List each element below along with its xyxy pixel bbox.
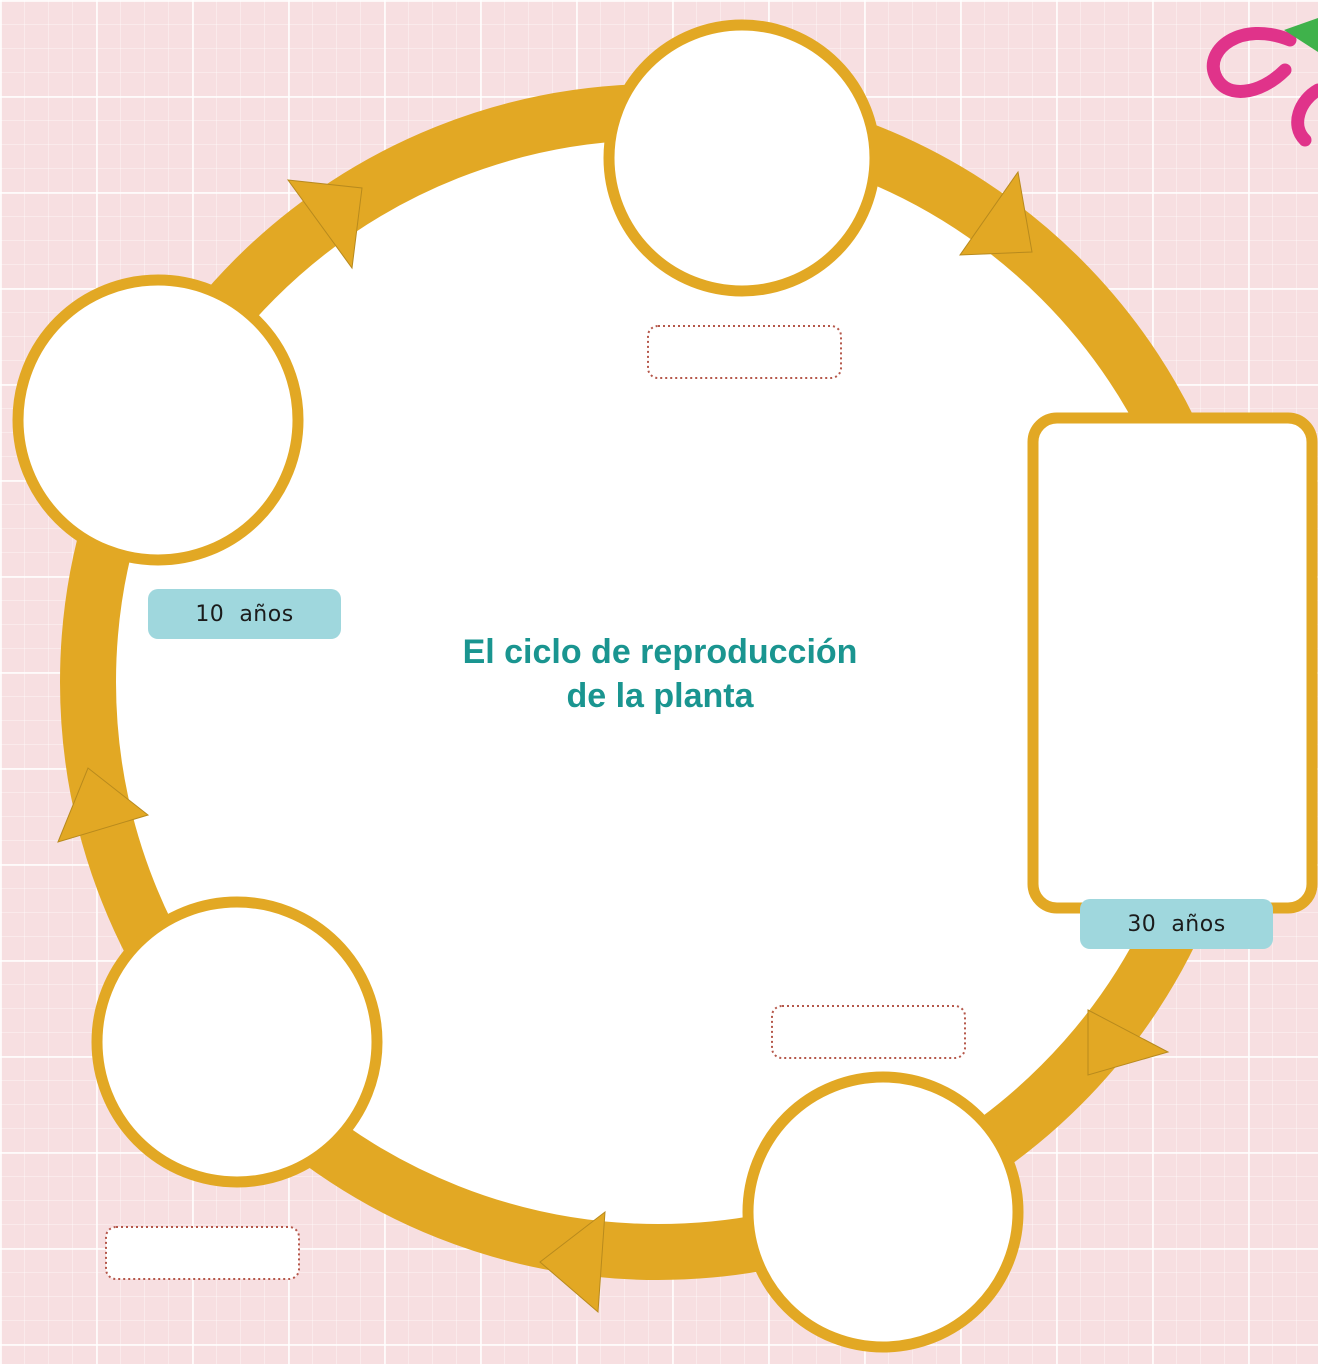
arrow-left (57, 767, 150, 843)
stage-box-right[interactable] (1027, 412, 1318, 914)
diagram-background-disk (98, 122, 1218, 1242)
arrow-top-left (286, 179, 363, 270)
age-badge-30: 30 años (1080, 899, 1273, 949)
age-badge-10: 10 años (148, 589, 341, 639)
age-badge-10-age: 10 (195, 601, 225, 627)
stage-circle-bottom-left[interactable] (91, 896, 383, 1188)
stage-circle-top[interactable] (603, 19, 881, 297)
paper-clip-decoration (1206, 18, 1318, 147)
stage-circle-left[interactable] (12, 274, 304, 566)
arrow-bottom (539, 1210, 606, 1314)
arrow-top-right (959, 170, 1033, 256)
age-badge-30-age: 30 (1127, 911, 1157, 937)
answer-box-lower-right[interactable] (771, 1005, 966, 1059)
stage-circle-bottom-right[interactable] (742, 1071, 1024, 1353)
diagram-title-line2: de la planta (566, 677, 754, 715)
answer-box-top[interactable] (647, 325, 842, 379)
answer-box-bottom-left[interactable] (105, 1226, 300, 1280)
arrow-right-lower (1087, 1009, 1170, 1076)
diagram-title: El ciclo de reproducción de la planta (380, 630, 940, 718)
age-badge-10-unit: años (239, 601, 294, 627)
diagram-title-line1: El ciclo de reproducción (462, 633, 858, 671)
age-badge-30-unit: años (1171, 911, 1226, 937)
